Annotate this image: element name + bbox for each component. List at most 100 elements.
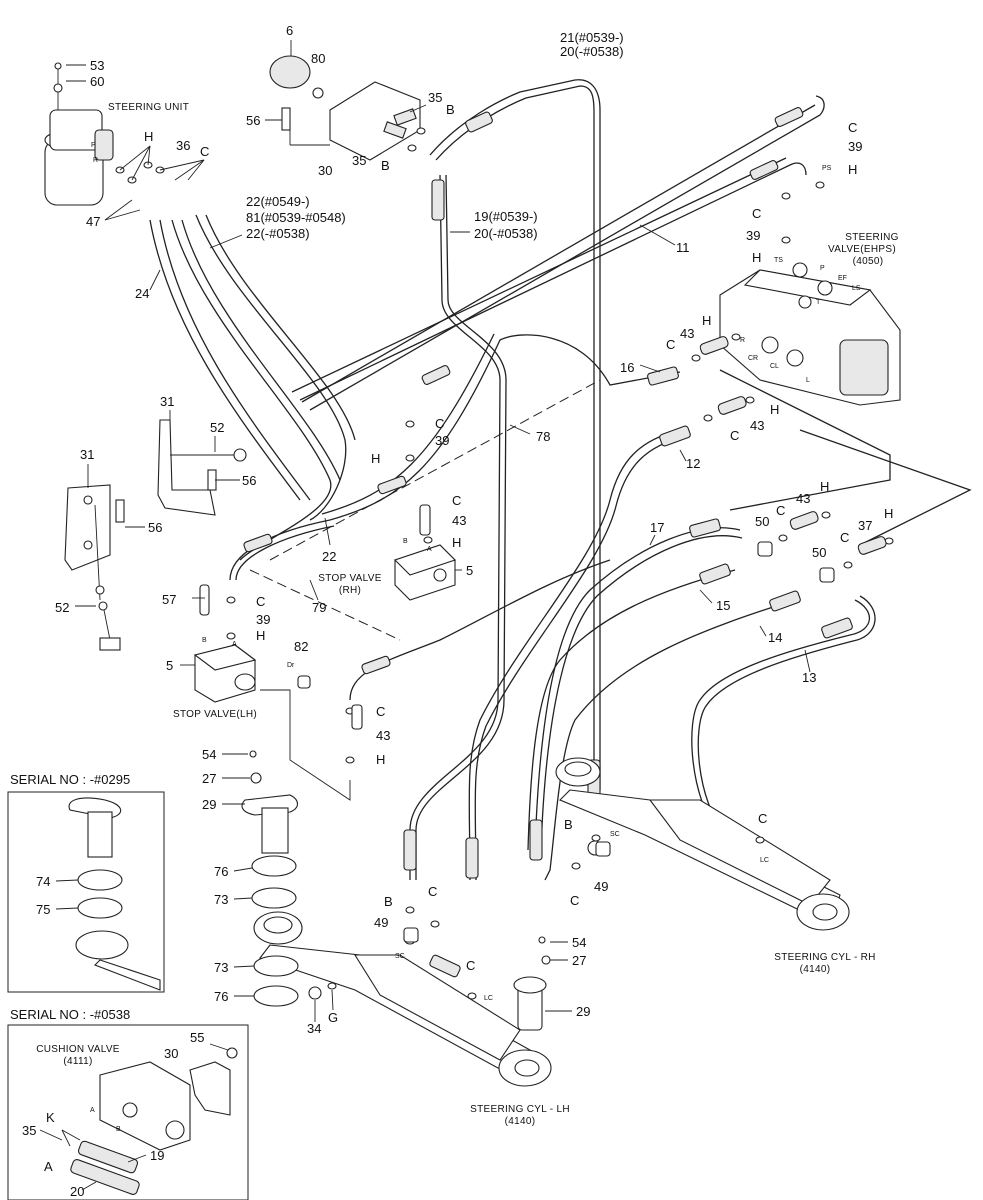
callout-h-unit: H (144, 129, 153, 144)
callout-73-lower: 73 (214, 960, 228, 975)
callout-35-bottom: 35 (352, 153, 366, 168)
steering-cyl-lh: SC LC (253, 911, 552, 1087)
callout-h-valve-top: H (848, 162, 857, 177)
port-r-label: R (93, 157, 98, 164)
callout-54-left: 54 (202, 747, 216, 762)
callout-h-slh: H (256, 628, 265, 643)
pin-stack (241, 750, 551, 1007)
stop-valve-rh: B A (393, 504, 457, 601)
hose-81-0539: 81(#0539-#0548) (246, 210, 346, 225)
cyl-rh-port-sc: SC (610, 831, 620, 838)
steering-valve: PS TS P EF LS T R CR CL L (719, 165, 901, 406)
cushion-port-a: A (90, 1107, 95, 1114)
port-p-valve-label: P (820, 265, 825, 272)
callout-c-lc-rh: C (758, 811, 767, 826)
callout-c-slh: C (256, 594, 265, 609)
leader-lines (39, 40, 811, 1191)
callout-c-cyl-rh: C (570, 893, 579, 908)
cyl-lh-port-lc: LC (484, 995, 493, 1002)
callout-80: 80 (311, 51, 325, 66)
callout-h-l: H (770, 402, 779, 417)
callout-5-lh: 5 (166, 658, 173, 673)
stop-valve-lh-port-b: B (202, 637, 207, 644)
steering-unit: P R (44, 62, 114, 206)
cushion-valve-label-2: (4111) (63, 1056, 92, 1067)
stop-valve-lh-port-dr: Dr (287, 662, 295, 669)
o-rings (115, 127, 894, 1000)
callout-c-valve-mid: C (752, 206, 761, 221)
steering-valve-label-2: VALVE(EHPS) (828, 244, 896, 255)
callout-74: 74 (36, 874, 50, 889)
cyl-lh-port-sc: SC (395, 953, 405, 960)
callout-27-left: 27 (202, 771, 216, 786)
port-p-label: P (91, 142, 96, 149)
callout-43-right: 43 (796, 491, 810, 506)
callout-52-upper: 52 (210, 420, 224, 435)
callout-h-mid: H (371, 451, 380, 466)
stop-valve-lh-port-a: A (232, 641, 237, 648)
inset-0295-parts (68, 797, 161, 991)
callout-14: 14 (768, 630, 782, 645)
callout-h-37: H (884, 506, 893, 521)
callout-15: 15 (716, 598, 730, 613)
callout-27-right: 27 (572, 953, 586, 968)
callout-31-upper: 31 (160, 394, 174, 409)
callout-labels: 6 80 35 B 56 30 35 B 53 60 H 36 C 47 24 … (22, 23, 893, 1199)
callout-50-upper: 50 (755, 514, 769, 529)
callout-h-valve-mid: H (752, 250, 761, 265)
callout-31-lower: 31 (80, 447, 94, 462)
steering-valve-label-1: STEERING (845, 232, 899, 243)
port-ls-label: LS (852, 285, 861, 292)
callout-k: K (46, 1110, 55, 1125)
callout-13: 13 (802, 670, 816, 685)
bracket-31-lower (64, 484, 125, 651)
callout-b-cyl-lh: B (384, 894, 393, 909)
callout-43-lower: 43 (376, 728, 390, 743)
port-r-valve-label: R (740, 337, 745, 344)
callout-49-rh: 49 (594, 879, 608, 894)
inset-0538-title: SERIAL NO : -#0538 (10, 1007, 130, 1022)
stop-valve-lh: B A Dr (193, 584, 311, 703)
callout-56-top: 56 (246, 113, 260, 128)
callout-h-srh: H (452, 535, 461, 550)
steering-cyl-rh-label-1: STEERING CYL - RH (774, 952, 875, 963)
hose-22-0538: 22(-#0538) (246, 226, 310, 241)
callout-17: 17 (650, 520, 664, 535)
callout-24: 24 (135, 286, 149, 301)
callout-c-lower: C (376, 704, 385, 719)
steering-cyl-lh-label-1: STEERING CYL - LH (470, 1104, 570, 1115)
stop-valve-lh-label: STOP VALVE(LH) (173, 709, 257, 720)
callout-34: 34 (307, 1021, 321, 1036)
callout-76-upper: 76 (214, 864, 228, 879)
callout-11: 11 (676, 240, 690, 255)
callout-60: 60 (90, 74, 104, 89)
hose-20-0538-mid: 20(-#0538) (474, 226, 538, 241)
callout-35-top: 35 (428, 90, 442, 105)
callout-53: 53 (90, 58, 104, 73)
port-ps-label: PS (822, 165, 832, 172)
bracket-30 (269, 55, 421, 161)
inset-0295-box (7, 791, 165, 993)
callout-c-lc-lh: C (466, 958, 475, 973)
stop-valve-rh-label-1: STOP VALVE (318, 573, 381, 584)
callout-75: 75 (36, 902, 50, 917)
steering-cyl-lh-label-2: (4140) (505, 1116, 536, 1127)
callout-39-mid: 39 (435, 433, 449, 448)
callout-c-r: C (666, 337, 675, 352)
callout-39-valve-mid: 39 (746, 228, 760, 243)
hose-20-0538-top: 20(-#0538) (560, 44, 624, 59)
stop-valve-rh-port-b: B (403, 538, 408, 545)
callout-h-r: H (702, 313, 711, 328)
inset-0295-title: SERIAL NO : -#0295 (10, 772, 130, 787)
bracket-31-upper (157, 419, 247, 516)
callout-79: 79 (312, 600, 326, 615)
callout-35-inset: 35 (22, 1123, 36, 1138)
callout-c-37: C (840, 530, 849, 545)
hose-22-0549: 22(#0549-) (246, 194, 310, 209)
callout-30-inset: 30 (164, 1046, 178, 1061)
callout-54-right: 54 (572, 935, 586, 950)
port-ef-label: EF (838, 275, 847, 282)
callout-c-50: C (776, 503, 785, 518)
callout-73-upper: 73 (214, 892, 228, 907)
port-l-label: L (806, 377, 810, 384)
